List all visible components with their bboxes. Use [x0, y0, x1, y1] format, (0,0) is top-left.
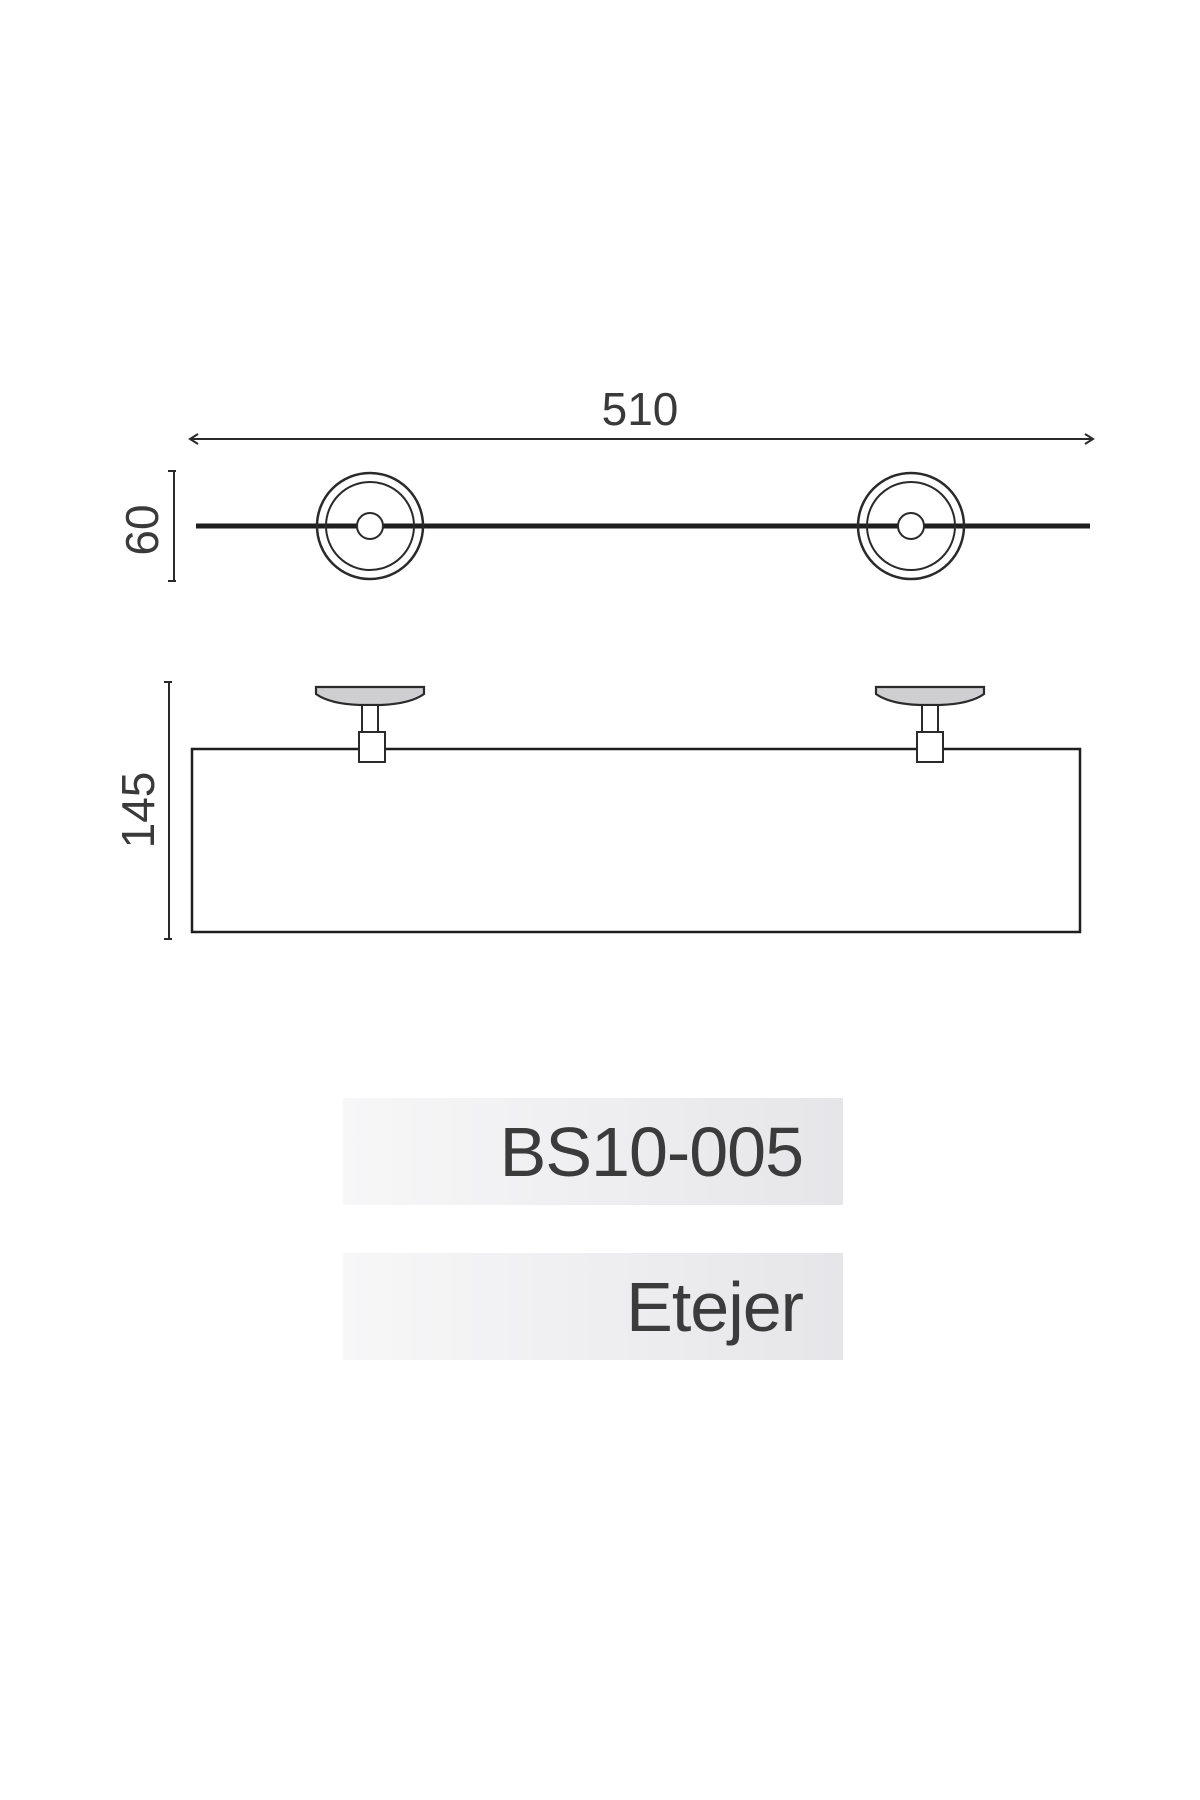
- product-name-box: Etejer: [343, 1253, 843, 1360]
- right-bracket-outer-ring: [856, 471, 966, 581]
- left-bracket-inner-ring: [325, 481, 415, 571]
- depth-dimension: 60: [116, 470, 176, 582]
- right-bracket-clamp: [916, 731, 944, 763]
- right-bracket-wall-plate: [874, 685, 986, 707]
- depth-dimension-label: 60: [116, 504, 168, 555]
- left-bracket-front-view: [314, 685, 426, 763]
- width-dimension: 510: [188, 383, 1095, 445]
- width-dimension-left-tick: [188, 433, 199, 445]
- left-bracket-clamp: [358, 731, 386, 763]
- left-bracket-top-view: [315, 471, 425, 581]
- left-bracket-screw: [356, 512, 384, 540]
- left-bracket-outer-ring: [315, 471, 425, 581]
- left-bracket-wall-plate: [314, 685, 426, 707]
- height-dimension: 145: [112, 681, 172, 940]
- product-name: Etejer: [626, 1267, 804, 1346]
- front-view: 145: [112, 681, 1082, 940]
- right-bracket-top-view: [856, 471, 966, 581]
- right-bracket-inner-ring: [866, 481, 956, 571]
- model-number-box: BS10-005: [343, 1098, 843, 1205]
- height-dimension-label: 145: [112, 772, 164, 849]
- shelf-front-view-body: [190, 747, 1082, 934]
- right-bracket-front-view: [874, 685, 986, 763]
- right-bracket-screw: [897, 512, 925, 540]
- model-number: BS10-005: [499, 1112, 804, 1191]
- width-dimension-label: 510: [602, 383, 679, 435]
- top-view: 510 60: [116, 383, 1095, 582]
- width-dimension-right-tick: [1084, 433, 1095, 445]
